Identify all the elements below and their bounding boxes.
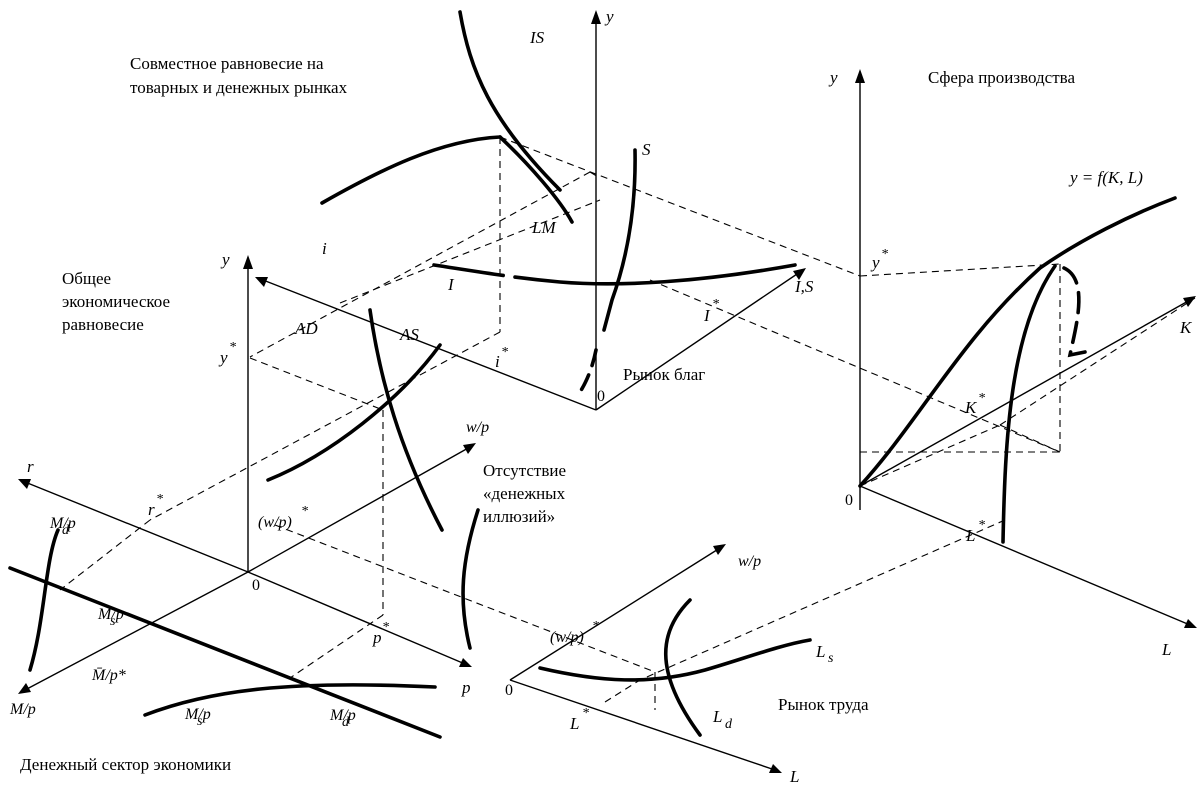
svg-text:s: s — [110, 614, 116, 629]
label-ld: L d — [712, 707, 733, 732]
svg-text:s: s — [197, 714, 203, 729]
label-y-general: y — [220, 250, 230, 269]
label-is-axis: I,S — [794, 277, 814, 296]
label-i-star: I — [703, 306, 711, 325]
svg-text:s: s — [828, 651, 834, 666]
label-w-over-p-star-general: (w/p) — [258, 514, 292, 531]
caption-joint-equilibrium-1: Совместное равновесие на — [130, 54, 324, 73]
caption-goods-market: Рынок благ — [623, 365, 705, 384]
caption-joint-equilibrium-2: товарных и денежных рынках — [130, 78, 348, 97]
label-y-top: y — [604, 7, 614, 26]
label-y-production: y — [828, 68, 838, 87]
label-md-over-p-left: M/p d — [49, 515, 76, 538]
caption-general-equilibrium-3: равновесие — [62, 315, 144, 334]
label-small-i-star: i — [495, 352, 500, 371]
label-y-star-general: y — [218, 348, 228, 367]
label-w-over-p-star-general-sup: * — [301, 504, 308, 519]
lm-curve-lower — [498, 135, 574, 224]
is-curve — [458, 10, 562, 192]
label-zero-labor: 0 — [505, 682, 513, 699]
label-l-star-production: L — [965, 526, 975, 545]
label-i-star-sup: * — [712, 297, 719, 312]
s-curve-lower — [576, 348, 598, 397]
label-l-axis-labor: L — [789, 767, 799, 786]
label-w-over-p-axis: w/p — [466, 419, 489, 436]
label-l-axis-production: L — [1161, 640, 1171, 659]
caption-labor-market: Рынок труда — [778, 695, 869, 714]
label-zero-production: 0 — [845, 492, 853, 509]
label-mbar-over-p-star: M̄/p* — [91, 667, 126, 684]
label-p-axis: p — [461, 678, 471, 697]
ms-line — [8, 566, 442, 739]
labor-supply-curve — [538, 638, 812, 682]
label-ad: AD — [294, 319, 318, 338]
svg-text:d: d — [342, 715, 350, 730]
labels: y IS S LM i I I,S I * i * 0 y y = f(K, L… — [9, 7, 1193, 786]
label-w-over-p-star-labor-sup: * — [592, 619, 599, 634]
money-curve-bottom — [143, 683, 437, 717]
label-ms-over-p-mid: M/p s — [97, 606, 124, 629]
labor-demand-curve — [664, 598, 702, 737]
caption-no-money-illusion-3: иллюзий» — [483, 507, 555, 526]
svg-text:M/p: M/p — [49, 515, 76, 532]
label-i-curve: I — [447, 275, 455, 294]
production-labour-curve — [1001, 264, 1057, 544]
label-zero-general: 0 — [252, 577, 260, 594]
label-i-axis: i — [322, 239, 327, 258]
labor-supply-vertical — [461, 508, 480, 650]
label-p-star-sup: * — [382, 620, 389, 635]
label-md-over-p-bottom: M/p d — [329, 707, 356, 730]
label-k-star-sup: * — [978, 391, 985, 406]
caption-general-equilibrium-2: экономическое — [62, 292, 170, 311]
caption-no-money-illusion-1: Отсутствие — [483, 461, 566, 480]
label-small-i-star-sup: * — [501, 345, 508, 360]
svg-text:M/p: M/p — [184, 706, 211, 723]
label-y-star-general-sup: * — [229, 340, 236, 355]
label-production-function: y = f(K, L) — [1068, 168, 1143, 187]
label-l-star-labor: L — [569, 714, 579, 733]
label-w-over-p-star-labor: (w/p) — [550, 629, 584, 646]
label-ls: L s — [815, 642, 834, 666]
dashed-guides — [59, 136, 1196, 710]
as-curve — [368, 308, 444, 532]
label-m-over-p-axis: M/p — [9, 701, 36, 718]
label-s: S — [642, 140, 651, 159]
label-w-over-p-labor-axis: w/p — [738, 553, 761, 570]
label-l-star-production-sup: * — [978, 518, 985, 533]
caption-production-sphere: Сфера производства — [928, 68, 1075, 87]
label-r-axis: r — [27, 457, 34, 476]
production-dashed-hump — [1062, 266, 1087, 358]
svg-text:d: d — [62, 523, 70, 538]
label-lm: LM — [531, 218, 556, 237]
label-k-star: K — [964, 398, 978, 417]
lm-curve-upper — [320, 135, 502, 205]
i-curve — [432, 263, 797, 286]
label-as: AS — [399, 325, 419, 344]
label-y-star-production: y — [870, 253, 880, 272]
label-is: IS — [529, 28, 545, 47]
label-p-star: p — [372, 628, 382, 647]
svg-text:L: L — [815, 642, 825, 661]
md-curve-left — [28, 528, 60, 672]
svg-text:d: d — [725, 717, 733, 732]
svg-text:L: L — [712, 707, 722, 726]
label-l-star-labor-sup: * — [582, 706, 589, 721]
label-r-star: r — [148, 500, 155, 519]
caption-money-sector: Денежный сектор экономики — [20, 755, 231, 774]
label-y-star-production-sup: * — [881, 247, 888, 262]
production-function-curve — [858, 196, 1177, 488]
ad-curve — [266, 343, 442, 482]
caption-general-equilibrium-1: Общее — [62, 269, 111, 288]
label-ms-over-p-bottom: M/p s — [184, 706, 211, 729]
label-k-axis: K — [1179, 318, 1193, 337]
svg-text:M/p: M/p — [97, 606, 124, 623]
curves — [8, 10, 1177, 739]
caption-no-money-illusion-2: «денежных — [483, 484, 566, 503]
svg-text:M/p: M/p — [329, 707, 356, 724]
axes — [18, 10, 1197, 773]
label-r-star-sup: * — [156, 492, 163, 507]
label-zero-goods: 0 — [597, 388, 605, 405]
s-curve — [602, 148, 637, 332]
